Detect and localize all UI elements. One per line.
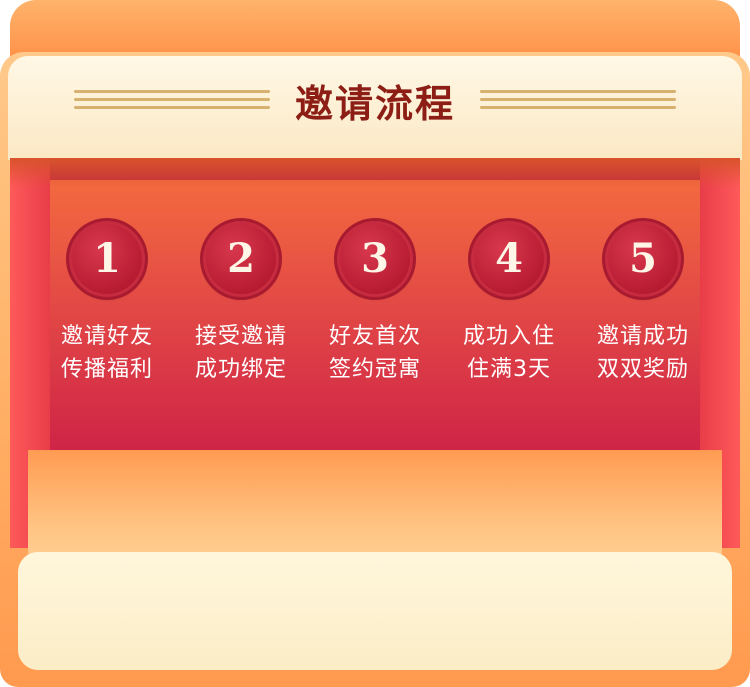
- step-line-1: 好友首次: [328, 324, 421, 349]
- step-line-1: 成功入住: [462, 324, 555, 349]
- step-number-badge: 4: [474, 224, 544, 294]
- step-line-1: 邀请成功: [596, 324, 689, 349]
- step-description: 邀请好友 传播福利: [40, 320, 174, 386]
- step-line-2: 签约冠寓: [328, 357, 421, 382]
- step-number-badge: 2: [206, 224, 276, 294]
- step-item-5: 5 邀请成功 双双奖励: [576, 224, 710, 386]
- title-decoration-right: [480, 90, 676, 116]
- step-number-badge: 3: [340, 224, 410, 294]
- step-description: 好友首次 签约冠寓: [308, 320, 442, 386]
- stage-top-shadow: [10, 158, 740, 188]
- page-title: 邀请流程: [294, 82, 455, 126]
- title-decoration-left: [74, 90, 270, 116]
- step-line-2: 成功绑定: [194, 357, 287, 382]
- step-number-badge: 5: [608, 224, 678, 294]
- step-description: 成功入住 住满3天: [442, 320, 576, 386]
- step-line-2: 住满3天: [467, 357, 551, 382]
- step-line-2: 传播福利: [60, 357, 153, 382]
- steps-list: 1 邀请好友 传播福利 2 接受邀请 成功绑定 3 好友首次 签约冠寓 4 成功…: [40, 224, 710, 404]
- step-number-badge: 1: [72, 224, 142, 294]
- step-description: 邀请成功 双双奖励: [576, 320, 710, 386]
- stage-base: [18, 552, 732, 670]
- step-item-1: 1 邀请好友 传播福利: [40, 224, 174, 386]
- step-line-1: 接受邀请: [194, 324, 287, 349]
- step-line-1: 邀请好友: [60, 324, 153, 349]
- step-line-2: 双双奖励: [596, 357, 689, 382]
- step-item-2: 2 接受邀请 成功绑定: [174, 224, 308, 386]
- step-description: 接受邀请 成功绑定: [174, 320, 308, 386]
- step-item-4: 4 成功入住 住满3天: [442, 224, 576, 386]
- step-item-3: 3 好友首次 签约冠寓: [308, 224, 442, 386]
